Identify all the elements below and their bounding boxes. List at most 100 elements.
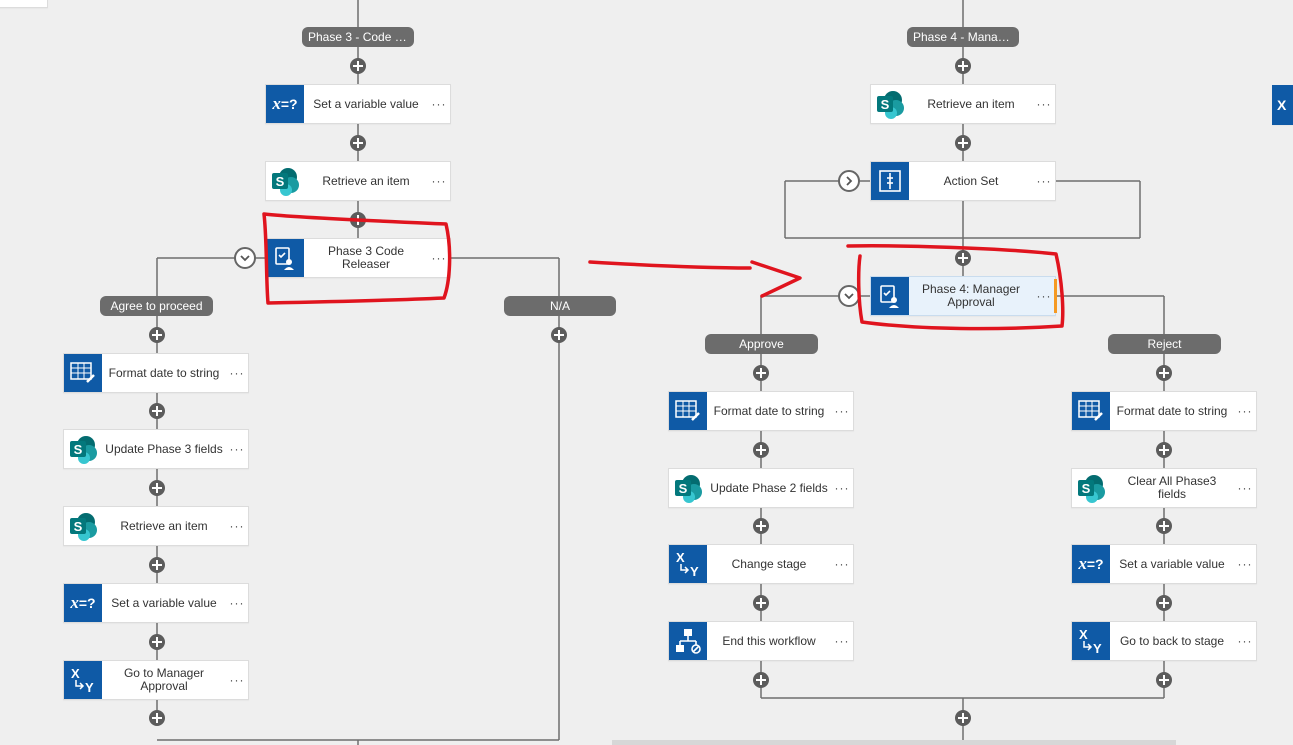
phase-3-task-card[interactable]: Phase 3 Code Releaser ··· (265, 238, 451, 278)
add-step-button[interactable] (955, 710, 971, 726)
retrieve-item-card[interactable]: S Retrieve an item ··· (63, 506, 249, 546)
add-step-button[interactable] (1156, 518, 1172, 534)
more-options-button[interactable]: ··· (834, 634, 850, 648)
clear-fields-card[interactable]: S Clear All Phase3 fields ··· (1071, 468, 1257, 508)
expand-toggle[interactable] (838, 170, 860, 192)
add-step-button[interactable] (753, 595, 769, 611)
sharepoint-icon: S (64, 430, 102, 468)
add-step-button[interactable] (350, 135, 366, 151)
task-assign-icon (871, 277, 909, 315)
card-label: Change stage (731, 556, 807, 571)
task-assign-icon (266, 239, 304, 277)
more-options-button[interactable]: ··· (834, 481, 850, 495)
card-label: Set a variable value (313, 96, 419, 111)
sharepoint-icon: S (871, 85, 909, 123)
variable-icon: x=? (266, 85, 304, 123)
action-set-card[interactable]: Action Set ··· (870, 161, 1056, 201)
collapse-toggle[interactable] (838, 285, 860, 307)
add-step-button[interactable] (1156, 595, 1172, 611)
collapse-toggle[interactable] (234, 247, 256, 269)
end-workflow-icon (669, 622, 707, 660)
card-label: Phase 3 Code Releaser (327, 244, 405, 271)
branch-approve-badge[interactable]: Approve (705, 334, 818, 354)
more-options-button[interactable]: ··· (431, 97, 447, 111)
set-variable-card[interactable]: x=? Set a variable value ··· (1071, 544, 1257, 584)
more-options-button[interactable]: ··· (1237, 557, 1253, 571)
card-label: Go to Manager Approval (123, 666, 205, 693)
more-options-button[interactable]: ··· (1237, 481, 1253, 495)
more-options-button[interactable]: ··· (1036, 174, 1052, 188)
set-variable-card[interactable]: x=? Set a variable value ··· (63, 583, 249, 623)
action-set-icon (871, 162, 909, 200)
more-options-button[interactable]: ··· (229, 673, 245, 687)
update-fields-card[interactable]: S Update Phase 2 fields ··· (668, 468, 854, 508)
more-options-button[interactable]: ··· (834, 557, 850, 571)
format-date-icon (64, 354, 102, 392)
add-step-button[interactable] (149, 710, 165, 726)
add-step-button[interactable] (753, 365, 769, 381)
branch-reject-badge[interactable]: Reject (1108, 334, 1221, 354)
svg-text:Y: Y (690, 564, 699, 579)
offscreen-card[interactable] (0, 0, 48, 8)
svg-text:X: X (71, 666, 80, 681)
retrieve-item-card[interactable]: S Retrieve an item ··· (870, 84, 1056, 124)
more-options-button[interactable]: ··· (431, 251, 447, 265)
add-step-button[interactable] (149, 557, 165, 573)
format-date-card[interactable]: Format date to string ··· (668, 391, 854, 431)
variable-icon: x=? (64, 584, 102, 622)
add-step-button[interactable] (753, 672, 769, 688)
svg-text:Y: Y (85, 680, 94, 695)
more-options-button[interactable]: ··· (834, 404, 850, 418)
add-step-button[interactable] (1156, 672, 1172, 688)
more-options-button[interactable]: ··· (229, 596, 245, 610)
svg-text:S: S (679, 481, 688, 496)
svg-text:S: S (74, 519, 83, 534)
add-step-button[interactable] (350, 212, 366, 228)
card-label: Action Set (943, 173, 999, 188)
set-variable-card[interactable]: x=? Set a variable value ··· (265, 84, 451, 124)
more-options-button[interactable]: ··· (229, 442, 245, 456)
card-label: Update Phase 2 fields (710, 480, 828, 495)
add-step-button[interactable] (955, 135, 971, 151)
add-step-button[interactable] (955, 58, 971, 74)
more-options-button[interactable]: ··· (431, 174, 447, 188)
branch-na-badge[interactable]: N/A (504, 296, 616, 316)
add-step-button[interactable] (1156, 365, 1172, 381)
more-options-button[interactable]: ··· (1036, 97, 1052, 111)
phase-4-task-card[interactable]: Phase 4: Manager Approval ··· (870, 276, 1057, 316)
add-step-button[interactable] (149, 480, 165, 496)
add-step-button[interactable] (149, 403, 165, 419)
add-step-button[interactable] (955, 250, 971, 266)
card-label: Format date to string (1116, 403, 1228, 418)
phase-3-badge[interactable]: Phase 3 - Code R... (302, 27, 414, 47)
add-step-button[interactable] (350, 58, 366, 74)
format-date-card[interactable]: Format date to string ··· (1071, 391, 1257, 431)
format-date-card[interactable]: Format date to string ··· (63, 353, 249, 393)
svg-text:S: S (881, 97, 890, 112)
update-fields-card[interactable]: S Update Phase 3 fields ··· (63, 429, 249, 469)
svg-text:Y: Y (1093, 641, 1102, 656)
add-step-button[interactable] (753, 518, 769, 534)
add-step-button[interactable] (753, 442, 769, 458)
end-workflow-card[interactable]: End this workflow ··· (668, 621, 854, 661)
card-label: Clear All Phase3 fields (1127, 474, 1217, 501)
add-step-button[interactable] (149, 634, 165, 650)
add-step-button[interactable] (1156, 442, 1172, 458)
add-step-button[interactable] (551, 327, 567, 343)
retrieve-item-card[interactable]: S Retrieve an item ··· (265, 161, 451, 201)
sharepoint-icon: S (1072, 469, 1110, 507)
more-options-button[interactable]: ··· (1036, 289, 1052, 303)
card-label: Set a variable value (111, 595, 217, 610)
more-options-button[interactable]: ··· (229, 366, 245, 380)
more-options-button[interactable]: ··· (1237, 634, 1253, 648)
selection-indicator (1054, 279, 1057, 313)
add-step-button[interactable] (149, 327, 165, 343)
offscreen-change-stage-card[interactable]: X (1272, 85, 1293, 125)
phase-4-badge[interactable]: Phase 4 - Manag... (907, 27, 1019, 47)
branch-agree-badge[interactable]: Agree to proceed (100, 296, 213, 316)
more-options-button[interactable]: ··· (229, 519, 245, 533)
more-options-button[interactable]: ··· (1237, 404, 1253, 418)
